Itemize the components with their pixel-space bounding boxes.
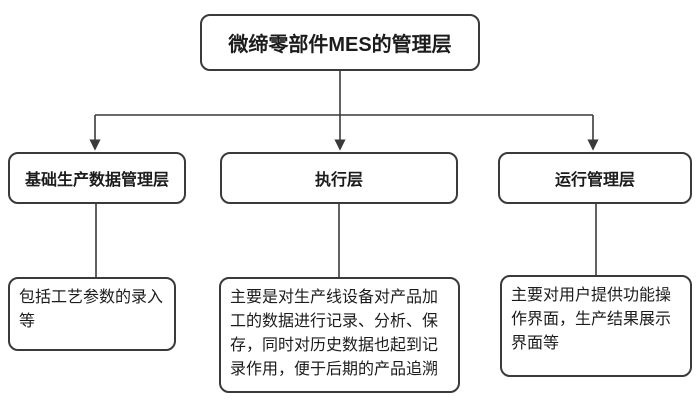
layer-node-basic-production-data: 基础生产数据管理层 xyxy=(8,152,186,204)
root-node-label: 微缔零部件MES的管理层 xyxy=(228,34,452,56)
description-node-basic-production-data: 包括工艺参数的录入等 xyxy=(8,277,176,351)
layer-node-label: 基础生产数据管理层 xyxy=(24,172,169,189)
description-node-execution: 主要是对生产线设备对产品加工的数据进行记录、分析、保存，同时对历史数据也起到记录… xyxy=(219,277,460,393)
description-text: 包括工艺参数的录入等 xyxy=(19,289,164,330)
layer-node-operation-management: 运行管理层 xyxy=(498,152,692,204)
layer-node-label: 执行层 xyxy=(314,172,363,189)
description-node-operation-management: 主要对用户提供功能操作界面，生产结果展示界面等 xyxy=(500,275,692,377)
description-text: 主要对用户提供功能操作界面，生产结果展示界面等 xyxy=(511,287,672,352)
layer-node-execution: 执行层 xyxy=(220,152,458,204)
root-node-mes-management: 微缔零部件MES的管理层 xyxy=(200,14,480,71)
description-text: 主要是对生产线设备对产品加工的数据进行记录、分析、保存，同时对历史数据也起到记录… xyxy=(230,289,439,378)
layer-node-label: 运行管理层 xyxy=(554,172,635,189)
